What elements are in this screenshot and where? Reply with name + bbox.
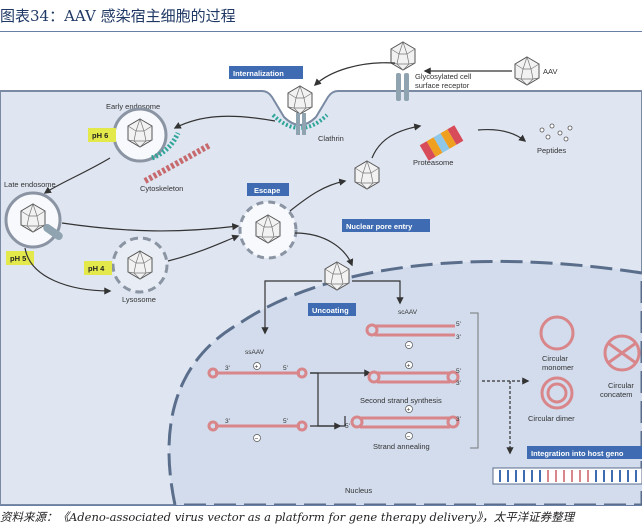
scaav-hairpin — [365, 323, 455, 337]
svg-text:−: − — [407, 343, 411, 350]
uncoating-box — [308, 303, 356, 316]
arrow-to-late-endosome — [43, 157, 111, 194]
svg-text:+: + — [407, 407, 411, 414]
arrow-to-proteasome — [371, 123, 422, 159]
ph6-badge — [88, 128, 116, 142]
arrow-to-nuclear-pore — [294, 232, 354, 267]
svg-text:5': 5' — [456, 321, 461, 328]
nuclear-pore-entry-box — [342, 219, 430, 232]
ph4-badge — [84, 261, 112, 275]
figure-title: 图表34：AAV 感染宿主细胞的过程 — [0, 7, 236, 25]
svg-text:3': 3' — [456, 416, 461, 423]
circular-monomer-label-line2: monomer — [542, 363, 574, 372]
second-strand-duplex — [367, 370, 460, 384]
circular-dimer-label: Circular dimer — [528, 414, 575, 423]
aav-label: AAV — [543, 67, 557, 76]
ssaav-minus-strand — [207, 420, 308, 432]
receptor-bound-aav — [390, 41, 416, 71]
uncoating-label: Uncoating — [312, 306, 349, 315]
early-endosome-label: Early endosome — [106, 102, 160, 111]
clathrin-label: Clathrin — [318, 134, 344, 143]
circular-dimer — [540, 376, 574, 410]
arrow-late-endosome-to-escape — [61, 222, 240, 232]
ph4-label: pH 4 — [88, 264, 105, 273]
arrow-to-internalization — [313, 62, 396, 86]
svg-text:3': 3' — [456, 334, 461, 341]
circular-concatemer-label-line1: Circular — [608, 381, 634, 390]
svg-text:−: − — [255, 436, 259, 443]
receptor-icon — [396, 73, 401, 101]
svg-text:5': 5' — [456, 368, 461, 375]
svg-text:3': 3' — [456, 380, 461, 387]
escape-label: Escape — [254, 186, 280, 195]
arrow-to-early-endosome — [173, 115, 276, 129]
late-endosome-label: Late endosome — [4, 180, 56, 189]
svg-text:−: − — [407, 434, 411, 441]
cytoskeleton-fiber — [143, 142, 212, 184]
ssaav-plus-strand — [207, 367, 308, 379]
ssaav-label: ssAAV — [245, 349, 265, 356]
circular-concatemer — [603, 334, 641, 372]
scaav-label: scAAV — [398, 309, 418, 316]
peptides-label: Peptides — [537, 146, 566, 155]
arrow-to-lysosome — [24, 247, 112, 295]
annealed-duplex — [350, 415, 460, 429]
source-rule — [0, 505, 642, 506]
peptides-dots — [539, 123, 573, 142]
host-genome-dna — [492, 467, 642, 485]
proteasome-label: Proteasome — [413, 158, 453, 167]
integration-box — [527, 446, 642, 459]
circular-monomer — [539, 315, 575, 351]
internalization-box — [229, 66, 303, 79]
clathrin-pit-capsid — [287, 85, 313, 115]
second-strand-synthesis-label: Second strand synthesis — [360, 396, 442, 405]
integration-label: Integration into host geno — [531, 449, 624, 458]
title-rule — [0, 31, 642, 32]
lysosome-label: Lysosome — [122, 295, 156, 304]
arrow-lysosome-to-escape — [167, 234, 240, 262]
source-note: 资料来源：《Adeno-associated virus vector as a… — [0, 510, 575, 524]
ph5-label: pH 5 — [10, 254, 26, 263]
nucleus-label: Nucleus — [345, 486, 372, 495]
receptor-label-line1: Glycosylated cell — [415, 72, 472, 81]
arrow-to-proteasome-path — [289, 178, 347, 212]
svg-text:3': 3' — [225, 365, 230, 372]
svg-text:+: + — [407, 363, 411, 370]
nuclear-pore-entry-label: Nuclear pore entry — [346, 222, 413, 231]
aav-virion — [514, 56, 540, 86]
proteasome — [419, 125, 464, 161]
arrow-to-ssaav — [261, 280, 322, 335]
strand-annealing-label: Strand annealing — [373, 442, 430, 451]
aav-infection-diagram: AAV Glycosylated cell surface receptor I… — [0, 41, 642, 505]
circular-monomer-label-line1: Circular — [542, 354, 568, 363]
circular-concatemer-label-line2: concatem — [600, 390, 633, 399]
escape-box — [247, 183, 289, 196]
internalization-label: Internalization — [233, 69, 284, 78]
ph6-label: pH 6 — [92, 131, 108, 140]
cytoskeleton-label: Cytoskeleton — [140, 184, 183, 193]
arrow-to-scaav — [352, 280, 404, 305]
svg-text:5': 5' — [283, 365, 288, 372]
receptor-label-line2: surface receptor — [415, 81, 470, 90]
svg-text:5': 5' — [345, 423, 350, 430]
svg-text:5': 5' — [283, 418, 288, 425]
svg-text:3': 3' — [225, 418, 230, 425]
arrow-to-peptides — [477, 128, 527, 142]
svg-text:+: + — [255, 364, 259, 371]
